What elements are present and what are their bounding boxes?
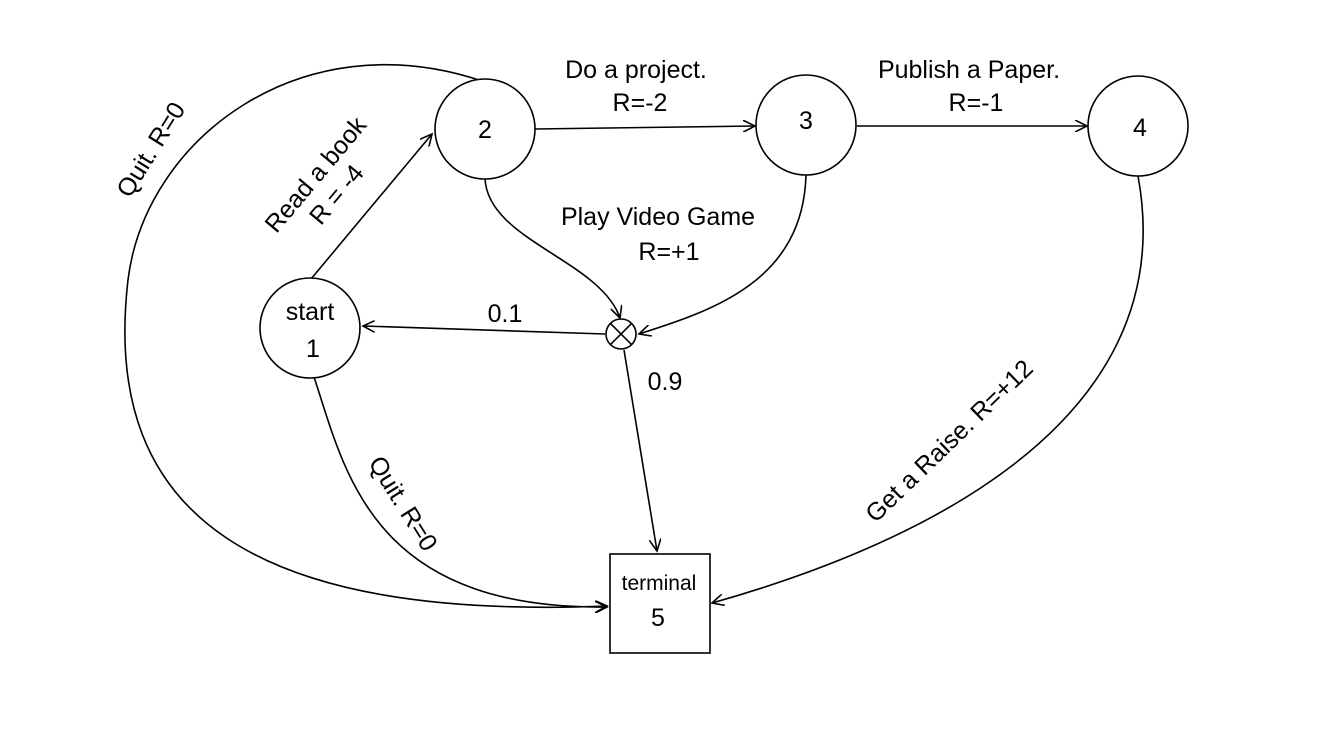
node-3: [755, 74, 857, 176]
label-play-video-game-reward: R=+1: [638, 238, 699, 266]
label-get-raise: Get a Raise. R=+12: [860, 354, 1038, 528]
label-publish-paper-action: Publish a Paper.: [878, 56, 1060, 84]
chance-node: [605, 318, 637, 350]
edge-chance-to-terminal: [623, 349, 657, 551]
node-start-label: start: [286, 298, 335, 326]
label-do-project-action: Do a project.: [565, 56, 707, 84]
label-prob-to-terminal: 0.9: [648, 368, 683, 396]
label-quit-from-2: Quit. R=0: [111, 97, 191, 202]
edge-quit-from-2: [124, 64, 607, 608]
node-terminal-number: 5: [651, 604, 665, 632]
node-4: [1087, 75, 1189, 177]
node-2: [434, 78, 536, 180]
node-start-number: 1: [306, 335, 320, 363]
node-4-label: 4: [1133, 114, 1147, 142]
label-play-video-game-action: Play Video Game: [561, 203, 755, 231]
edge-get-raise: [712, 175, 1144, 603]
node-3-label: 3: [799, 107, 813, 135]
edge-read-book: [310, 134, 432, 280]
label-publish-paper-reward: R=-1: [949, 89, 1004, 117]
edge-play-video-game-from-3: [639, 174, 807, 334]
edge-play-video-game-from-2: [484, 177, 620, 318]
label-quit-from-1: Quit. R=0: [363, 451, 443, 556]
node-terminal-label: terminal: [622, 572, 697, 595]
node-start: [259, 277, 361, 379]
edge-do-project: [534, 126, 755, 129]
label-prob-to-start: 0.1: [488, 300, 523, 328]
node-2-label: 2: [478, 116, 492, 144]
node-terminal: [609, 553, 711, 654]
edge-chance-to-start: [363, 326, 606, 335]
label-do-project-reward: R=-2: [613, 89, 668, 117]
edge-quit-from-1: [313, 376, 607, 607]
